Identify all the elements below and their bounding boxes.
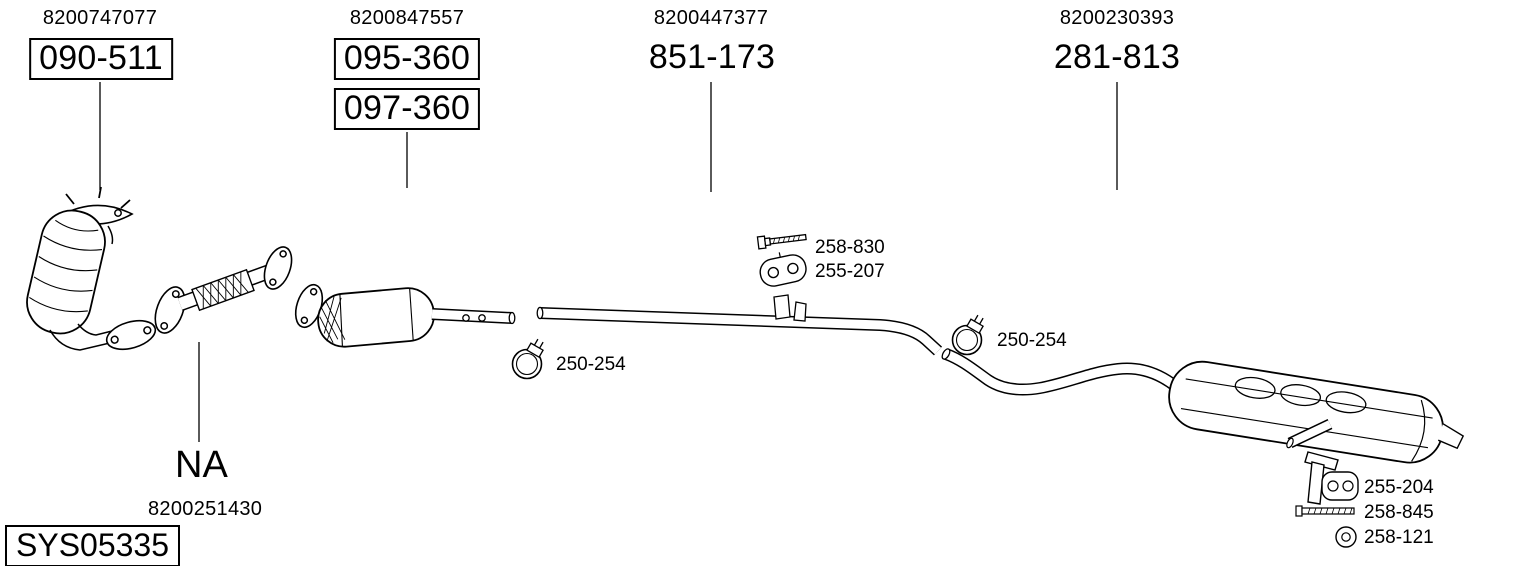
silencer-body — [317, 287, 435, 348]
silencer-hatching — [319, 296, 346, 343]
callout-rear-screw: 258-845 — [1364, 502, 1434, 523]
silencer-oval-1 — [1234, 376, 1276, 399]
silencer-oval-2 — [1280, 384, 1322, 407]
pipe-hole-2 — [478, 314, 486, 322]
oem-ref-rear-silencer: 8200230393 — [1059, 7, 1175, 29]
rear-pipe-drawing — [941, 348, 1184, 396]
system-code: SYS05335 — [5, 525, 181, 566]
pipe-hole-1 — [462, 314, 470, 322]
flex-availability-label: NA — [175, 444, 228, 486]
silencer-pipe-open-end — [508, 311, 516, 325]
cat-outlet-flange — [105, 319, 157, 351]
washer-icon-rear — [1335, 526, 1357, 548]
callout-rear-washer: 258-121 — [1364, 527, 1434, 548]
oem-ref-mid-silencer: 8200847557 — [349, 7, 465, 29]
rear-silencer-drawing — [1168, 360, 1465, 464]
clamp-icon-front — [511, 338, 544, 380]
oem-ref-front-cat: 8200747077 — [42, 7, 158, 29]
callout-clamp-rear: 250-254 — [997, 330, 1067, 351]
part-code-rear-silencer: 281-813 — [1053, 38, 1181, 76]
middle-silencer-drawing — [294, 283, 516, 348]
pipe-hanger-bracket-drawing — [773, 294, 807, 322]
leader-lines — [99, 82, 1118, 442]
bolt-icon-mid — [756, 233, 807, 250]
clamp-icon-rear — [951, 314, 984, 356]
rubber-hanger-icon-mid — [759, 252, 807, 287]
rear-pipe-open-end — [941, 348, 951, 360]
flex-left-flange — [154, 286, 186, 334]
braid-hatching — [195, 271, 249, 309]
part-code-mid-silencer-b: 097-360 — [333, 88, 481, 130]
flex-pipe-drawing — [154, 246, 293, 334]
flex-braid — [191, 268, 255, 312]
tailpipe-open-end — [1286, 437, 1294, 449]
screw-icon-rear — [1295, 505, 1355, 517]
rear-hanger-bracket-icon — [1304, 451, 1359, 505]
silencer-oval-3 — [1325, 391, 1367, 414]
front-catalytic-converter-drawing — [26, 186, 157, 351]
part-code-front-cat: 090-511 — [29, 38, 173, 80]
part-code-mid-silencer-a: 095-360 — [333, 38, 481, 80]
flex-right-flange — [263, 246, 293, 290]
cat-studs — [65, 186, 131, 209]
oem-ref-flex-pipe: 8200251430 — [148, 498, 263, 520]
center-pipe-open-end — [536, 306, 544, 320]
cat-body — [26, 209, 106, 335]
rear-tip — [1437, 423, 1465, 450]
callout-rear-bracket: 255-204 — [1364, 477, 1434, 498]
callout-clamp-front: 250-254 — [556, 354, 626, 375]
callout-rubber-hanger: 255-207 — [815, 261, 885, 282]
part-code-center-pipe: 851-173 — [648, 38, 776, 76]
cat-outlet-pipe — [49, 323, 117, 351]
callout-bolt: 258-830 — [815, 237, 885, 258]
oem-ref-center-pipe: 8200447377 — [653, 7, 769, 29]
center-pipe-drawing — [536, 294, 943, 356]
